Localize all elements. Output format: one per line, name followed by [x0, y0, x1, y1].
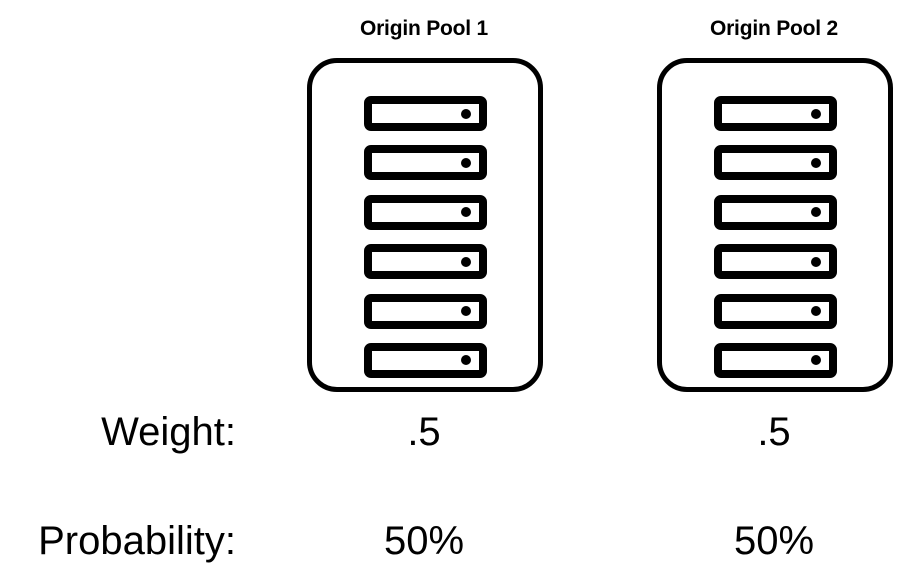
server-unit-icon [713, 244, 837, 280]
status-led-icon [460, 207, 471, 218]
server-unit-icon [363, 96, 487, 131]
status-led-icon [460, 355, 471, 366]
server-unit-icon [713, 145, 837, 181]
weight-row: Weight: .5 .5 [0, 404, 910, 460]
server-unit-icon [363, 342, 487, 378]
origin-pool-2: Origin Pool 2 [656, 0, 893, 400]
server-unit-icon [713, 194, 837, 230]
server-unit-icon [713, 293, 837, 329]
probability-row-label: Probability: [38, 519, 236, 563]
server-unit-icon [363, 194, 487, 230]
server-unit-icon [363, 293, 487, 329]
server-unit-icon [363, 145, 487, 181]
origin-pool-2-container [657, 58, 893, 392]
status-led-icon [810, 256, 821, 267]
status-led-icon [460, 256, 471, 267]
status-led-icon [460, 108, 471, 119]
weight-value-pool-2: .5 [757, 410, 791, 454]
origin-pool-1-container [307, 58, 543, 392]
status-led-icon [810, 157, 821, 168]
probability-row: Probability: 50% 50% [0, 513, 910, 569]
origin-pool-1: Origin Pool 1 [306, 0, 543, 400]
server-unit-icon [713, 342, 837, 378]
server-unit-icon [363, 244, 487, 280]
origin-pool-1-server-rack [312, 96, 538, 378]
status-led-icon [810, 207, 821, 218]
server-unit-icon [713, 96, 837, 131]
origin-pool-1-title: Origin Pool 1 [359, 17, 489, 40]
status-led-icon [460, 306, 471, 317]
status-led-icon [460, 157, 471, 168]
origin-pool-2-server-rack [662, 96, 888, 378]
status-led-icon [810, 108, 821, 119]
probability-value-pool-2: 50% [733, 519, 815, 563]
weight-row-label: Weight: [101, 410, 236, 454]
origin-pool-2-title: Origin Pool 2 [709, 17, 839, 40]
weight-value-pool-1: .5 [407, 410, 441, 454]
status-led-icon [810, 306, 821, 317]
probability-value-pool-1: 50% [383, 519, 465, 563]
status-led-icon [810, 355, 821, 366]
